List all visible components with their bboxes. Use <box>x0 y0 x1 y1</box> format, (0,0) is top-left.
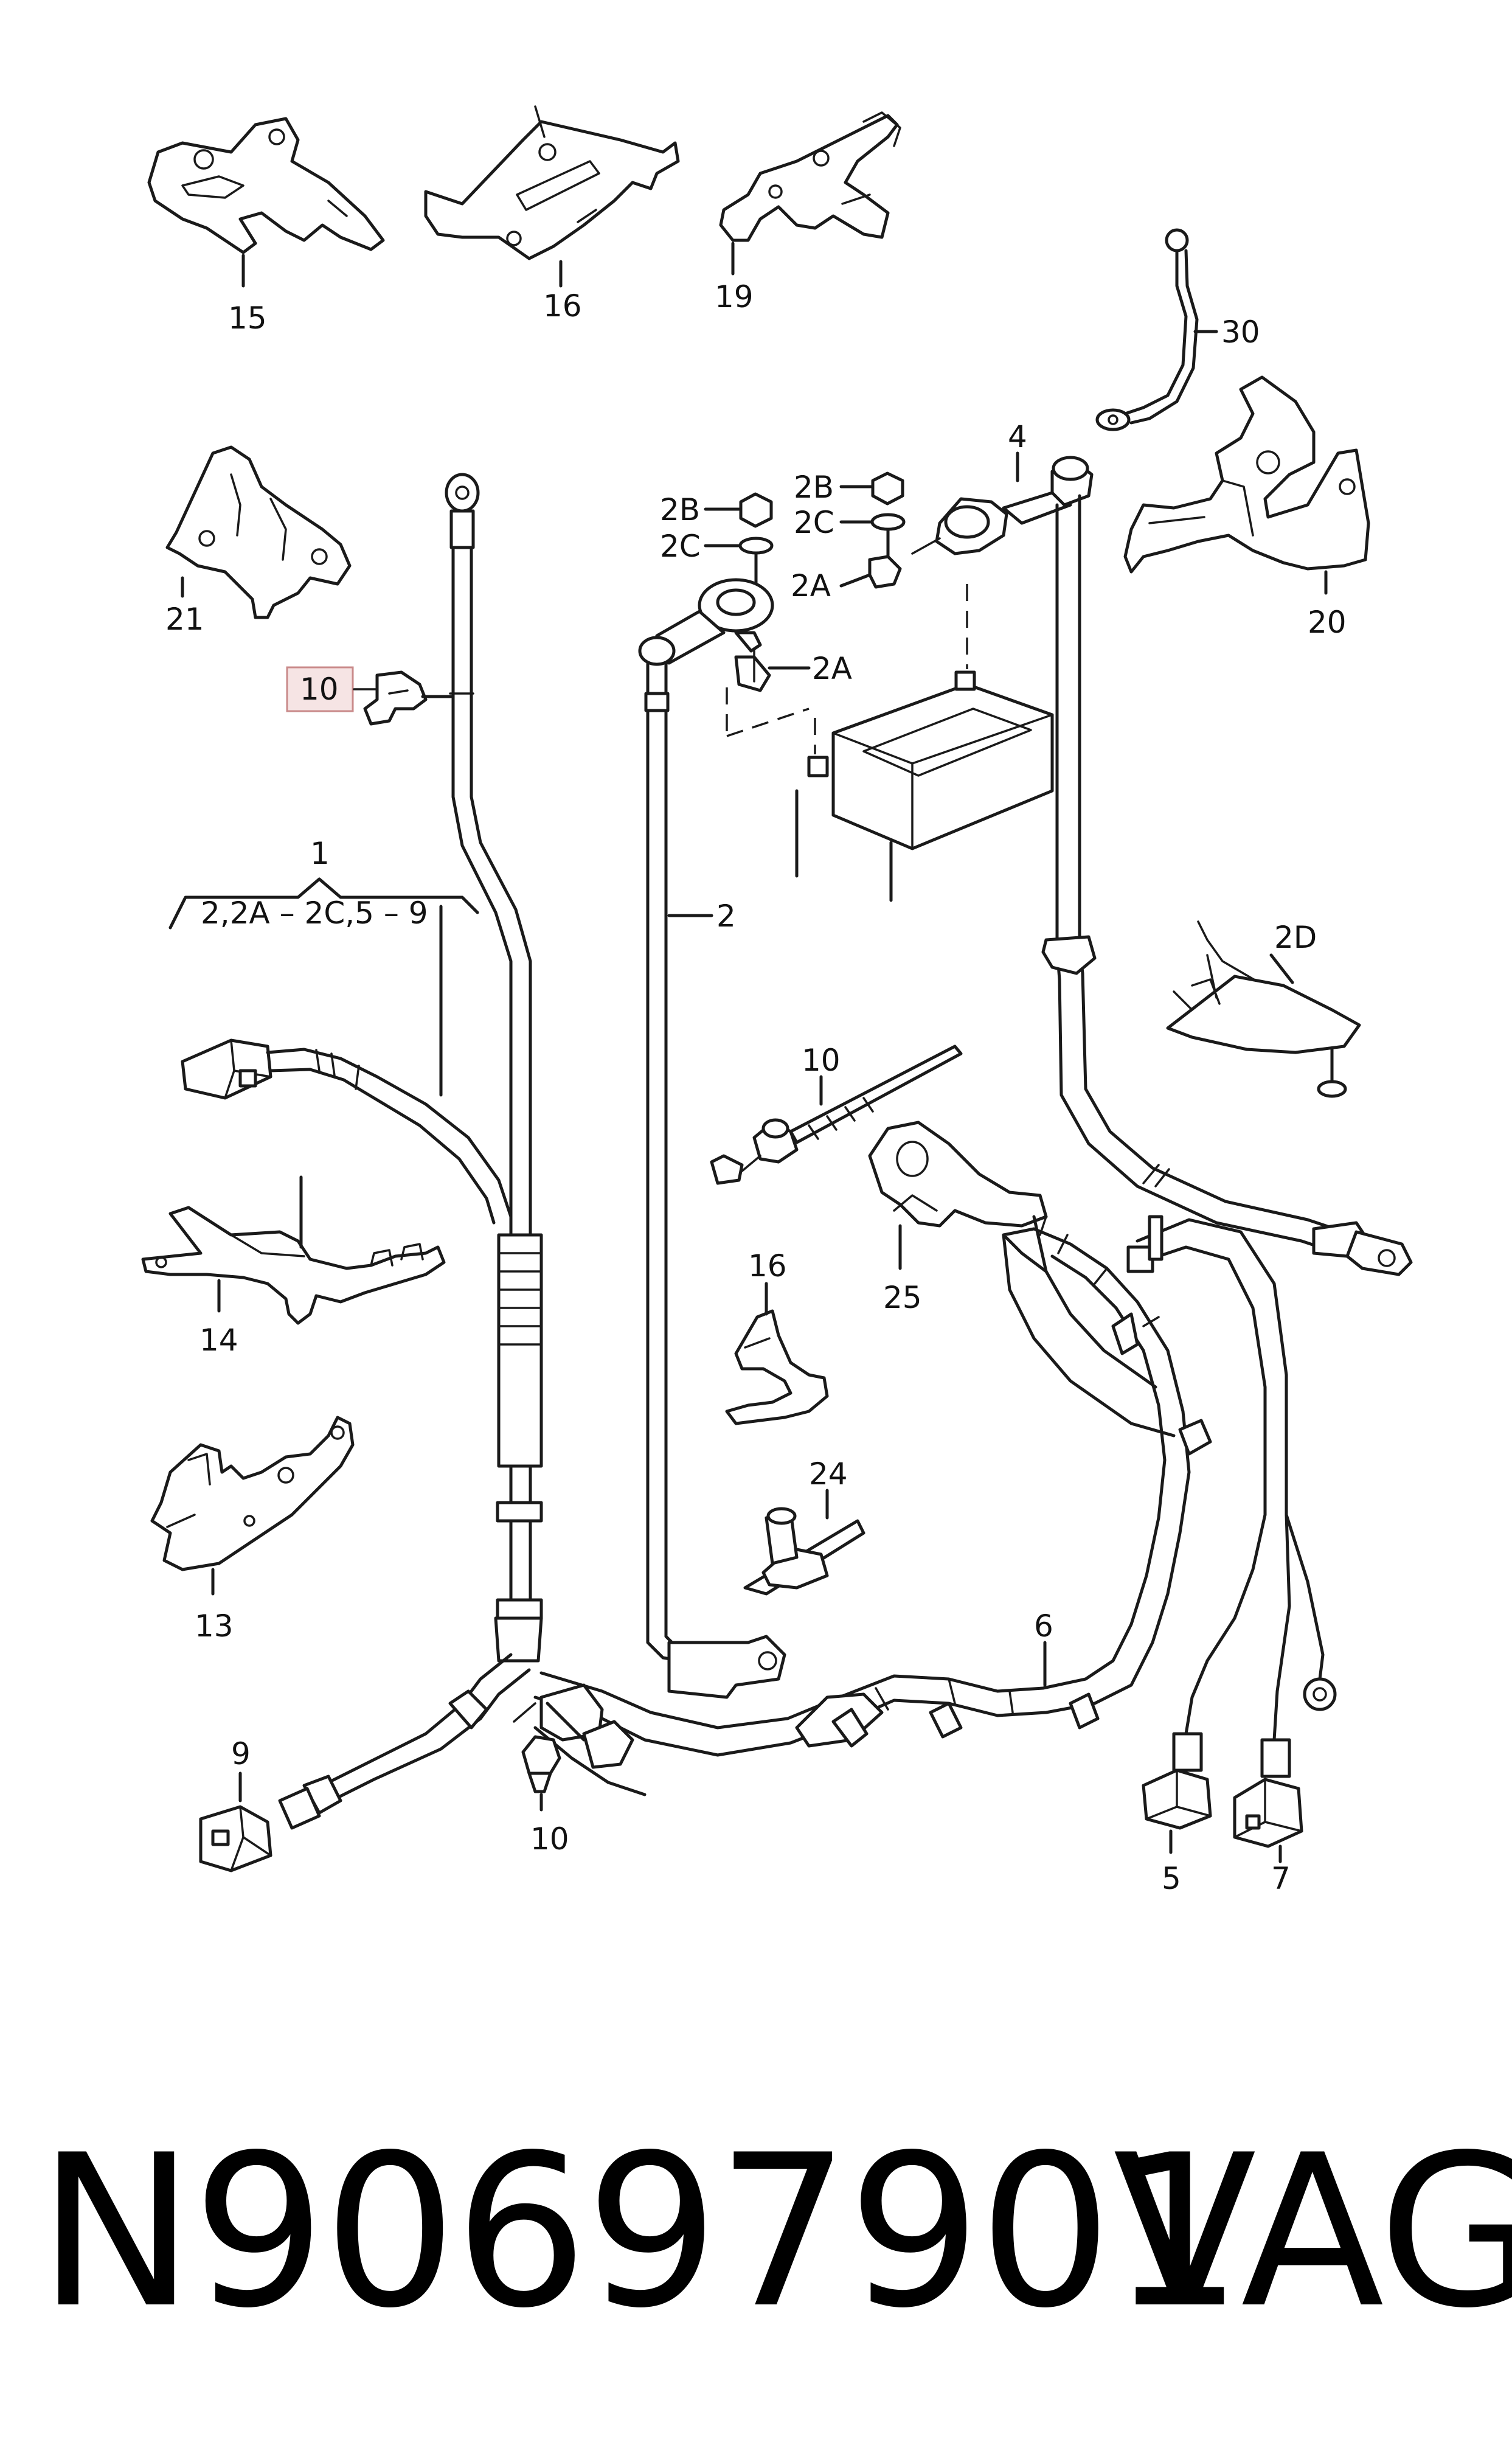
part-10-cable-tie <box>710 1045 963 1185</box>
part-2D-cover <box>1166 920 1361 1098</box>
connector-7 <box>1233 1738 1303 1848</box>
callout-24: 24 <box>809 1456 848 1492</box>
callout-1-bracket <box>168 877 479 1097</box>
part-15-bracket <box>147 117 385 254</box>
part-2-terminal-assembly-left <box>649 492 810 737</box>
part-10-clip-bottom <box>521 1735 561 1793</box>
part-13-bracket <box>150 1416 355 1571</box>
callout-25: 25 <box>883 1280 922 1315</box>
footer: N90697901 VAG <box>0 2105 1512 2360</box>
callout-2B-left: 2B <box>660 492 700 527</box>
lower-cable-junction <box>513 1683 647 1796</box>
part-25-cover <box>868 1121 1048 1228</box>
part-6-harness <box>533 1215 1288 1757</box>
callout-20: 20 <box>1308 605 1347 640</box>
harness-connector-left <box>181 1038 513 1225</box>
callout-15: 15 <box>228 301 267 336</box>
callout-10-mid: 10 <box>802 1043 841 1078</box>
callout-2C-left: 2C <box>660 529 701 564</box>
part-2-battery-cable <box>638 636 786 1699</box>
harness-wrap-segment <box>494 1233 543 1663</box>
part-16-clip-mid <box>725 1309 829 1425</box>
callout-2: 2 <box>716 899 736 934</box>
highlighted-callout-box <box>286 666 354 712</box>
part-24-stud <box>743 1507 865 1596</box>
part-9-sensor <box>199 1653 531 1872</box>
callout-10-highlight: 10 <box>300 672 339 707</box>
callout-19: 19 <box>715 279 754 315</box>
callout-1: 1 <box>310 836 330 871</box>
callout-13: 13 <box>195 1608 234 1644</box>
battery <box>795 584 1054 902</box>
part-16-bracket-top <box>424 105 680 260</box>
parts-diagram: 15 16 19 30 21 10 <box>141 105 1413 1896</box>
callout-21: 21 <box>165 602 204 637</box>
callout-2A-left: 2A <box>812 651 852 686</box>
callout-2D: 2D <box>1274 920 1317 955</box>
connector-5 <box>1142 1513 1337 1830</box>
part-20-bracket <box>1123 375 1370 574</box>
callout-2C-right: 2C <box>794 505 834 540</box>
brand-name: VAG <box>1113 2110 1512 2354</box>
callout-7: 7 <box>1271 1861 1291 1896</box>
battery-cable-right <box>1041 494 1413 1276</box>
part-19-bracket <box>719 111 901 242</box>
callout-14: 14 <box>199 1323 238 1358</box>
callout-2A-right: 2A <box>791 568 831 603</box>
callout-10-bottom: 10 <box>530 1821 569 1857</box>
part-30-ground-strap <box>1095 228 1199 431</box>
callout-6: 6 <box>1034 1608 1053 1644</box>
callout-16-top: 16 <box>543 288 582 324</box>
battery-cable-left <box>445 473 532 1632</box>
part-21-bracket <box>165 445 352 619</box>
callout-16-mid: 16 <box>748 1248 787 1284</box>
callout-1-range: 2,2A – 2C,5 – 9 <box>201 895 428 931</box>
callout-4: 4 <box>1008 419 1027 454</box>
part-14-bracket <box>141 1175 446 1325</box>
part-10-clip-top <box>363 670 428 726</box>
part-number: N90697901 <box>38 2110 1243 2354</box>
callout-9: 9 <box>231 1736 251 1771</box>
callout-2B-right: 2B <box>794 470 834 505</box>
callout-5: 5 <box>1162 1861 1181 1896</box>
callout-30: 30 <box>1221 315 1260 350</box>
